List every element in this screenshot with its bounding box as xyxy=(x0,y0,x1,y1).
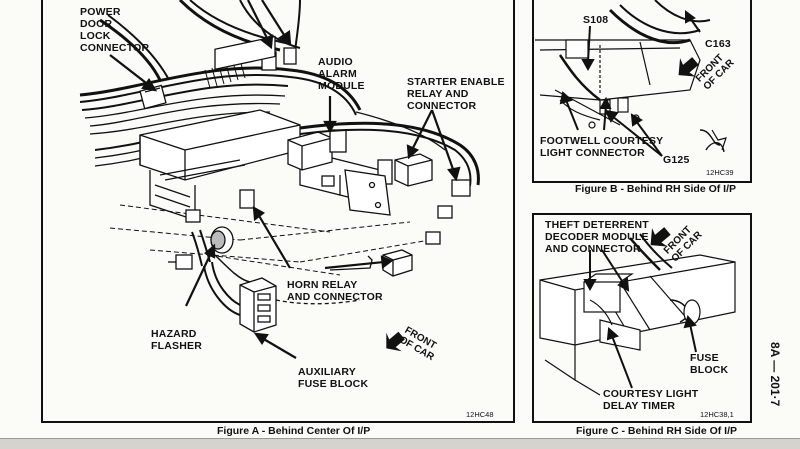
hazard-flasher-label: HAZARD FLASHER xyxy=(151,328,202,352)
figure-a-caption: Figure A - Behind Center Of I/P xyxy=(217,425,371,437)
auxiliary-fuse-label: AUXILIARY FUSE BLOCK xyxy=(298,366,369,390)
front-arrow-icon xyxy=(386,331,405,352)
front-arrow-c-icon xyxy=(650,227,671,247)
courtesy-timer-label: COURTESY LIGHT DELAY TIMER xyxy=(603,388,699,412)
front-arrow-b-icon xyxy=(678,57,699,77)
figure-a-drawing xyxy=(79,0,480,333)
s108-label: S108 xyxy=(583,14,609,26)
c163-label: C163 xyxy=(705,38,731,50)
page-number: 8A — 201·7 xyxy=(768,342,782,407)
figure-a-callouts xyxy=(109,0,461,359)
footwell-label: FOOTWELL COURTESY LIGHT CONNECTOR xyxy=(540,135,664,159)
figure-c-code: 12HC38,1 xyxy=(700,410,734,419)
figure-b-frame xyxy=(532,0,752,183)
figure-b-caption: Figure B - Behind RH Side Of I/P xyxy=(575,183,737,195)
starter-enable-label: STARTER ENABLE RELAY AND CONNECTOR xyxy=(407,76,505,112)
theft-deterrent-label: THEFT DETERRENT DECODER MODULE AND CONNE… xyxy=(545,219,649,255)
figure-b-callouts xyxy=(559,10,701,157)
figure-c-drawing xyxy=(539,233,736,396)
figure-c-callouts xyxy=(583,249,697,389)
fuse-block-label: FUSE BLOCK xyxy=(690,352,729,376)
taskbar-strip xyxy=(0,438,800,449)
figure-c-frame xyxy=(532,213,752,423)
figure-a-code: 12HC48 xyxy=(466,410,494,419)
g125-label: G125 xyxy=(663,154,690,166)
power-door-lock-label: POWER DOOR LOCK CONNECTOR xyxy=(80,6,150,54)
audio-alarm-label: AUDIO ALARM MODULE xyxy=(318,56,365,92)
horn-relay-label: HORN RELAY AND CONNECTOR xyxy=(287,279,383,303)
figure-c-caption: Figure C - Behind RH Side Of I/P xyxy=(576,425,738,437)
figure-b-code: 12HC39 xyxy=(706,168,734,177)
